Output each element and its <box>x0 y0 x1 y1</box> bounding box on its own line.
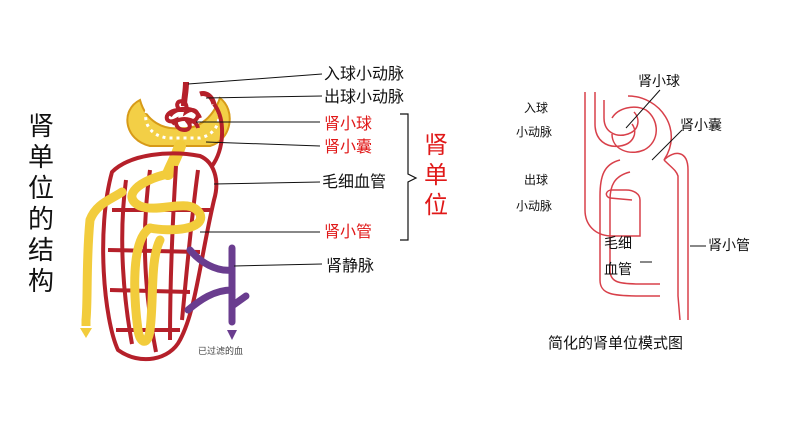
label-afferent-arteriole: 入球小动脉 <box>324 64 405 83</box>
vein-arrow <box>227 330 237 340</box>
label-efferent-arteriole: 出球小动脉 <box>324 87 405 106</box>
renal-capsule <box>126 96 231 147</box>
label-glomerulus: 肾小球 <box>324 114 373 133</box>
page-side-title: 肾单位的结构 <box>28 112 55 297</box>
efferent-vessel <box>199 91 217 105</box>
simple-label-afferent-1: 入球 <box>524 101 549 115</box>
simple-label-capillary-1: 毛细 <box>604 236 632 252</box>
simple-label-afferent-2: 小动脉 <box>516 125 553 139</box>
simplified-nephron <box>584 92 689 321</box>
duct-arrow <box>80 328 92 338</box>
leader-lines-left <box>187 73 323 267</box>
simple-diagram-caption: 简化的肾单位模式图 <box>548 334 684 352</box>
simple-label-capillary-2: 血管 <box>604 262 632 278</box>
simple-label-capsule: 肾小囊 <box>680 118 722 134</box>
simple-label-efferent-2: 小动脉 <box>516 199 553 213</box>
afferent-vessel <box>181 81 189 107</box>
label-nephron-group: 肾单位 <box>424 131 448 219</box>
simple-label-glomerulus: 肾小球 <box>638 74 680 90</box>
label-renal-tubule: 肾小管 <box>324 222 373 241</box>
group-bracket <box>400 113 418 241</box>
label-renal-vein: 肾静脉 <box>326 256 375 275</box>
label-renal-capsule: 肾小囊 <box>324 137 373 156</box>
label-filtered-blood: 已过滤的血 <box>198 347 244 357</box>
label-capillaries: 毛细血管 <box>322 172 387 191</box>
simple-label-tubule: 肾小管 <box>708 238 750 254</box>
renal-tubule <box>81 169 205 346</box>
renal-vein <box>184 244 250 326</box>
simple-label-efferent-1: 出球 <box>524 173 549 187</box>
leader-lines-right <box>625 89 706 263</box>
